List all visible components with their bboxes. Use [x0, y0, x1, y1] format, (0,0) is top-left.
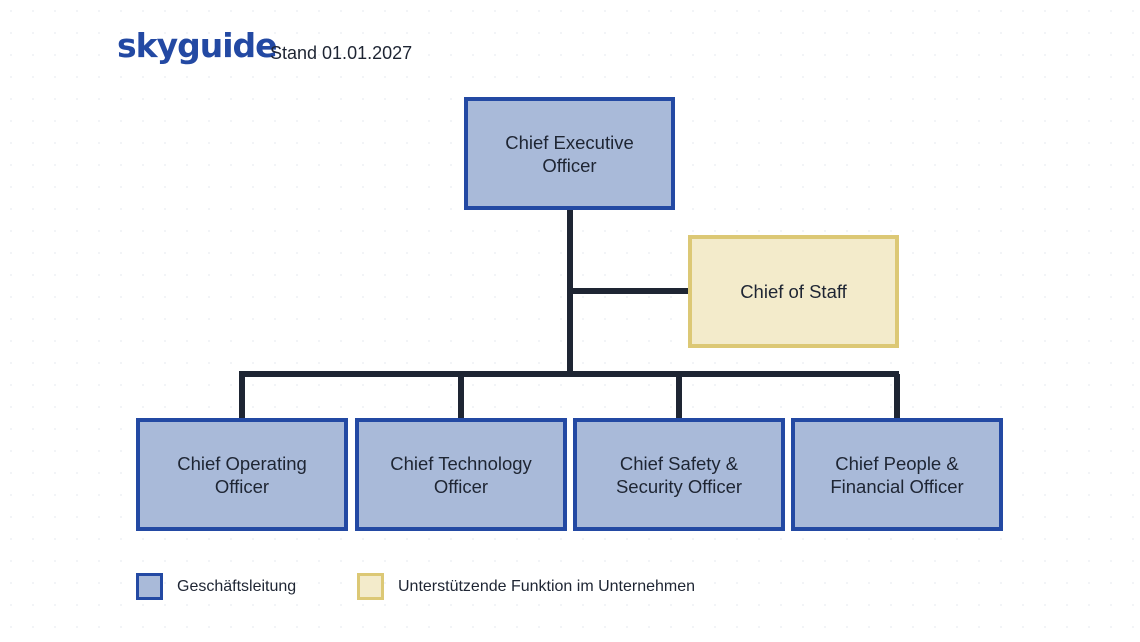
- cpfo-box: Chief People & Financial Officer: [791, 418, 1003, 531]
- legend-support-label: Unterstützende Funktion im Unternehmen: [398, 578, 696, 595]
- ceo-box: Chief Executive Officer: [464, 97, 675, 210]
- chief-of-staff-label: Chief of Staff: [740, 281, 847, 302]
- chief-of-staff-box: Chief of Staff: [688, 235, 899, 348]
- stand-date: Stand 01.01.2027: [270, 43, 413, 63]
- csso-box: Chief Safety & Security Officer: [573, 418, 785, 531]
- cpfo-label: Chief People & Financial Officer: [830, 452, 964, 497]
- legend-support-swatch: [357, 573, 384, 600]
- ceo-label: Chief Executive Officer: [505, 131, 634, 176]
- skyguide-logo: skyguide: [117, 26, 278, 65]
- coo-box: Chief Operating Officer: [136, 418, 348, 531]
- csso-label: Chief Safety & Security Officer: [615, 452, 743, 497]
- legend-management-label: Geschäftsleitung: [177, 578, 297, 595]
- coo-label: Chief Operating Officer: [177, 452, 307, 497]
- cto-label: Chief Technology Officer: [390, 452, 532, 497]
- legend-management-swatch: [136, 573, 163, 600]
- cto-box: Chief Technology Officer: [355, 418, 567, 531]
